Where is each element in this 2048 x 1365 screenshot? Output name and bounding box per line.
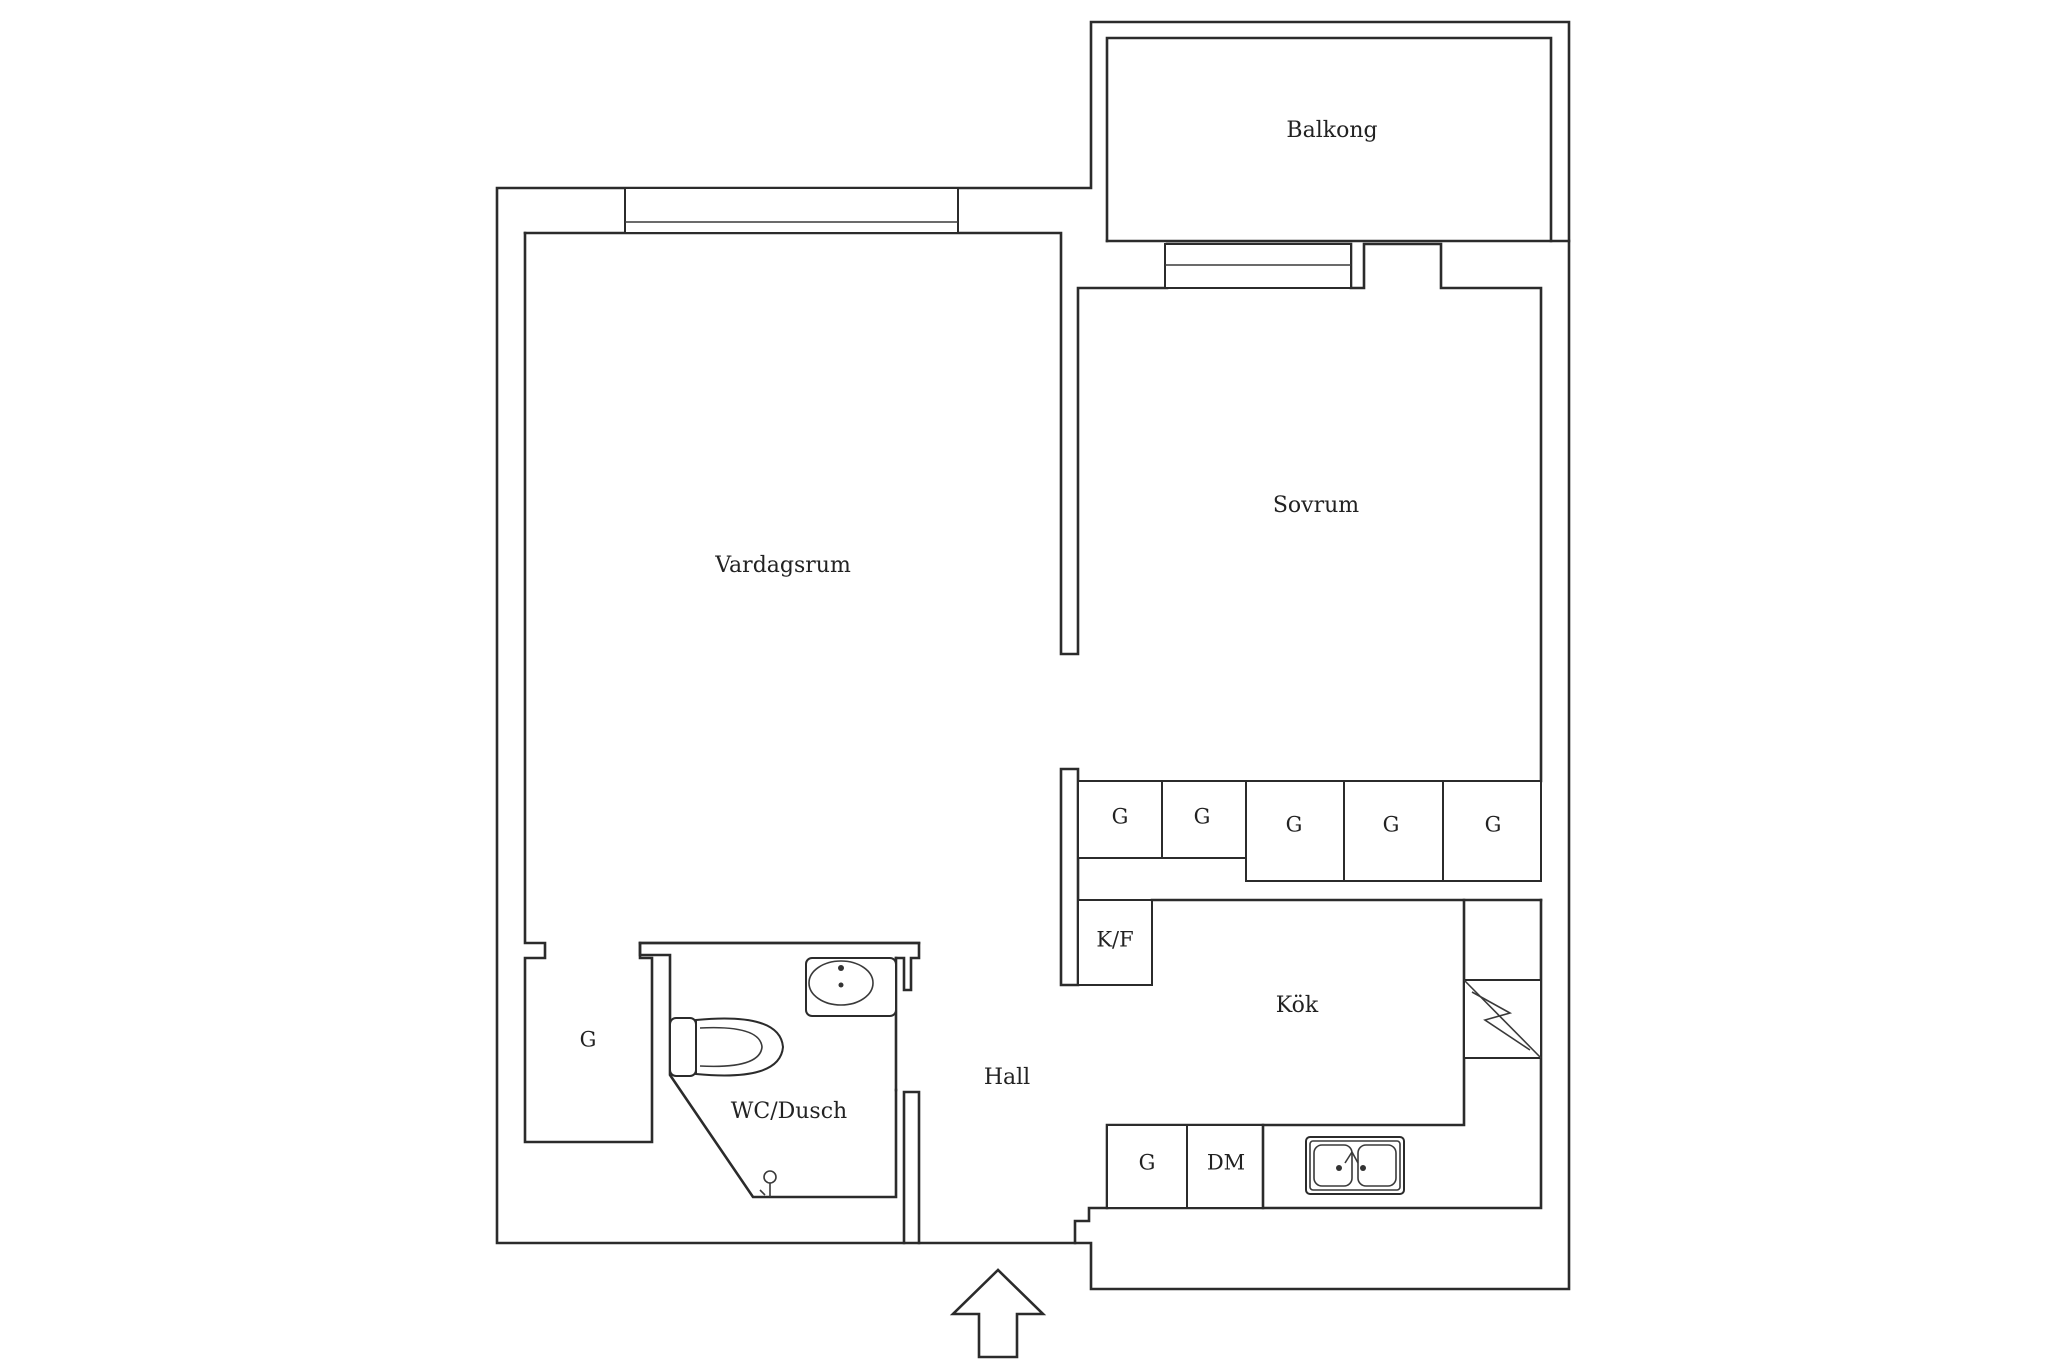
- window-bedroom: [1164, 243, 1352, 289]
- room-label-balkong: Balkong: [1286, 118, 1377, 143]
- window-living: [624, 187, 959, 234]
- room-label-wc: WC/Dusch: [731, 1099, 847, 1124]
- room-label-kok: Kök: [1276, 993, 1319, 1018]
- windows: [624, 187, 1352, 289]
- kitchen-cabinet: [1106, 1124, 1188, 1209]
- sink-icon: [1305, 1136, 1405, 1195]
- bathroom: [638, 941, 921, 1199]
- room-label-vardagsrum: Vardagsrum: [714, 553, 851, 578]
- fridge-freezer: [1077, 899, 1153, 986]
- wardrobe-label: G: [1286, 813, 1303, 837]
- wardrobe-label: G: [1112, 805, 1129, 829]
- wardrobe-label: G: [1194, 805, 1211, 829]
- dishwasher-label: DM: [1207, 1151, 1245, 1175]
- kitchen-cabinet-label: G: [1139, 1151, 1156, 1175]
- room-label-hall: Hall: [984, 1065, 1030, 1090]
- outer-walls: [495, 20, 1571, 1291]
- shower-drain-icon: [759, 1170, 777, 1197]
- fridge-freezer-label: K/F: [1096, 928, 1133, 952]
- wardrobes: [1059, 767, 1542, 987]
- wardrobe-label: G: [1485, 813, 1502, 837]
- toilet-icon: [669, 1017, 785, 1077]
- hall-wardrobe-label: G: [580, 1028, 597, 1052]
- room-label-sovrum: Sovrum: [1273, 493, 1359, 518]
- wardrobe-label: G: [1383, 813, 1400, 837]
- entrance-arrow-icon: [949, 1268, 1047, 1359]
- washbasin-icon: [805, 957, 897, 1017]
- kitchen-fixtures: [1077, 898, 1543, 1210]
